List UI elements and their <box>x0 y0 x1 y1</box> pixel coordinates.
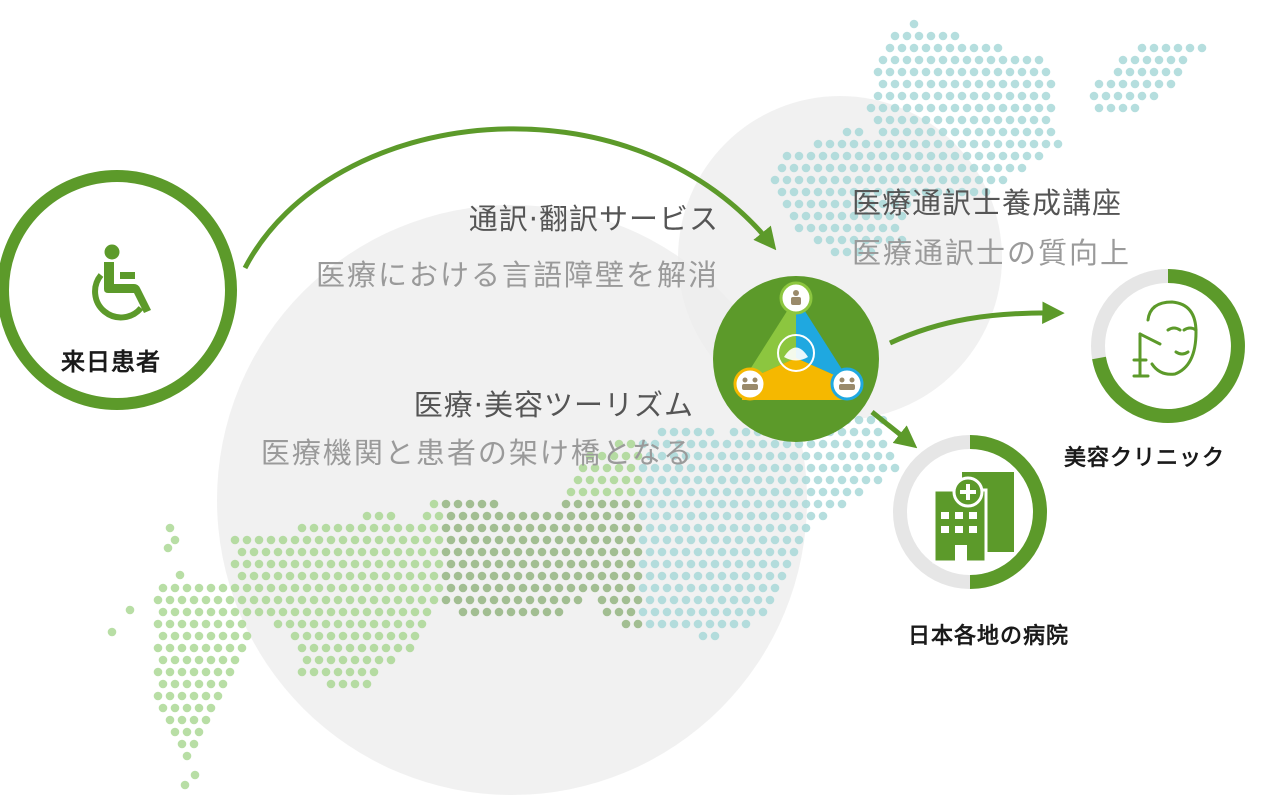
tourism-title: 医療·美容ツーリズム <box>413 388 694 422</box>
beauty-clinic-label: 美容クリニック <box>1064 446 1226 471</box>
face-icon <box>1132 300 1198 378</box>
hospitals-label: 日本各地の病院 <box>908 624 1070 649</box>
hospital-ring-progress <box>969 435 1047 589</box>
hub-to-hospital-arrow <box>870 410 918 449</box>
hospital-node <box>893 435 1047 589</box>
patient-to-hub-arrow <box>242 126 777 270</box>
wheelchair-icon <box>104 244 151 313</box>
clinic-ring-progress <box>1092 269 1245 423</box>
beauty-clinic-node <box>1091 269 1245 423</box>
hub-triangle-green <box>742 297 796 382</box>
interpretation-title: 通訳·翻訳サービス <box>468 202 719 236</box>
hub-logo <box>713 276 879 442</box>
training-title: 医療通訳士養成講座 <box>852 186 1123 220</box>
lotus-icon <box>784 347 808 361</box>
hub-triangle-blue <box>796 297 850 382</box>
lotus-ring <box>777 334 815 372</box>
hub-to-clinic-arrow <box>888 301 1065 346</box>
hospital-building-icon <box>932 472 1014 564</box>
patient-node <box>0 170 237 410</box>
tourism-subtitle: 医療機関と患者の架け橋となる <box>260 436 694 470</box>
wheelchair-wheel <box>92 273 144 321</box>
hub-triangle-base <box>742 382 850 400</box>
interpretation-subtitle: 医療における言語障壁を解消 <box>315 258 719 292</box>
training-subtitle: 医療通訳士の質向上 <box>852 236 1132 270</box>
japan-dot-map <box>107 19 1207 790</box>
patient-label: 来日患者 <box>61 348 161 376</box>
